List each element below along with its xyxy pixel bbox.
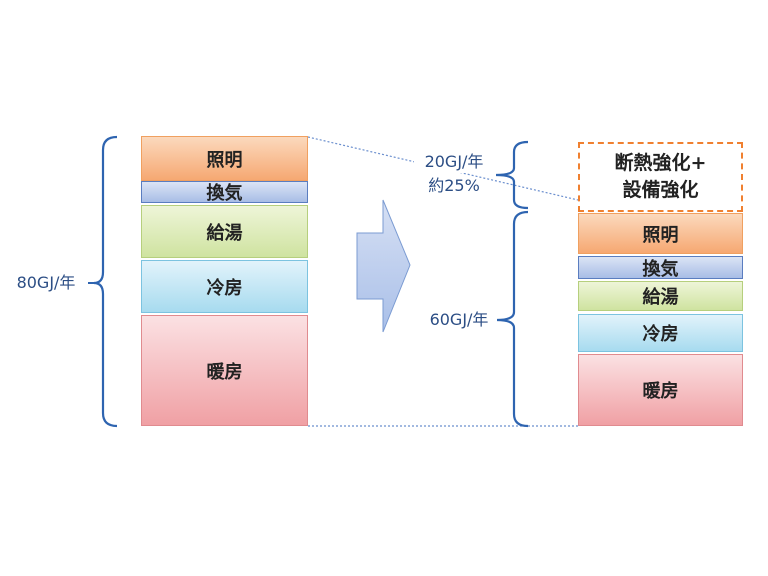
lower-right-brace (496, 210, 529, 428)
before-segment-lighting: 照明 (141, 136, 308, 181)
after-segment-ventilation: 換気 (578, 256, 743, 280)
right-arrow-icon (356, 199, 411, 333)
measures-line-2: 設備強化 (622, 179, 699, 201)
before-segment-hot-water: 給湯 (141, 205, 308, 258)
measures-dashed-box: 断熱強化+ 設備強化 (578, 142, 743, 212)
before-segment-ventilation: 換気 (141, 181, 308, 204)
after-total-label: 60GJ/年 (429, 310, 489, 329)
reduction-percent: 約25% (428, 176, 480, 195)
after-segment-cooling: 冷房 (578, 314, 743, 352)
after-segment-hot-water: 給湯 (578, 281, 743, 311)
measures-line-1: 断熱強化+ (614, 152, 707, 174)
after-segment-heating: 暖房 (578, 354, 743, 426)
before-segment-cooling: 冷房 (141, 260, 308, 313)
after-segment-lighting: 照明 (578, 213, 743, 254)
reduction-label: 20GJ/年 (414, 151, 494, 173)
upper-right-brace (495, 140, 529, 210)
before-total-label: 80GJ/年 (16, 273, 76, 292)
left-brace (93, 135, 118, 428)
before-segment-heating: 暖房 (141, 315, 308, 426)
